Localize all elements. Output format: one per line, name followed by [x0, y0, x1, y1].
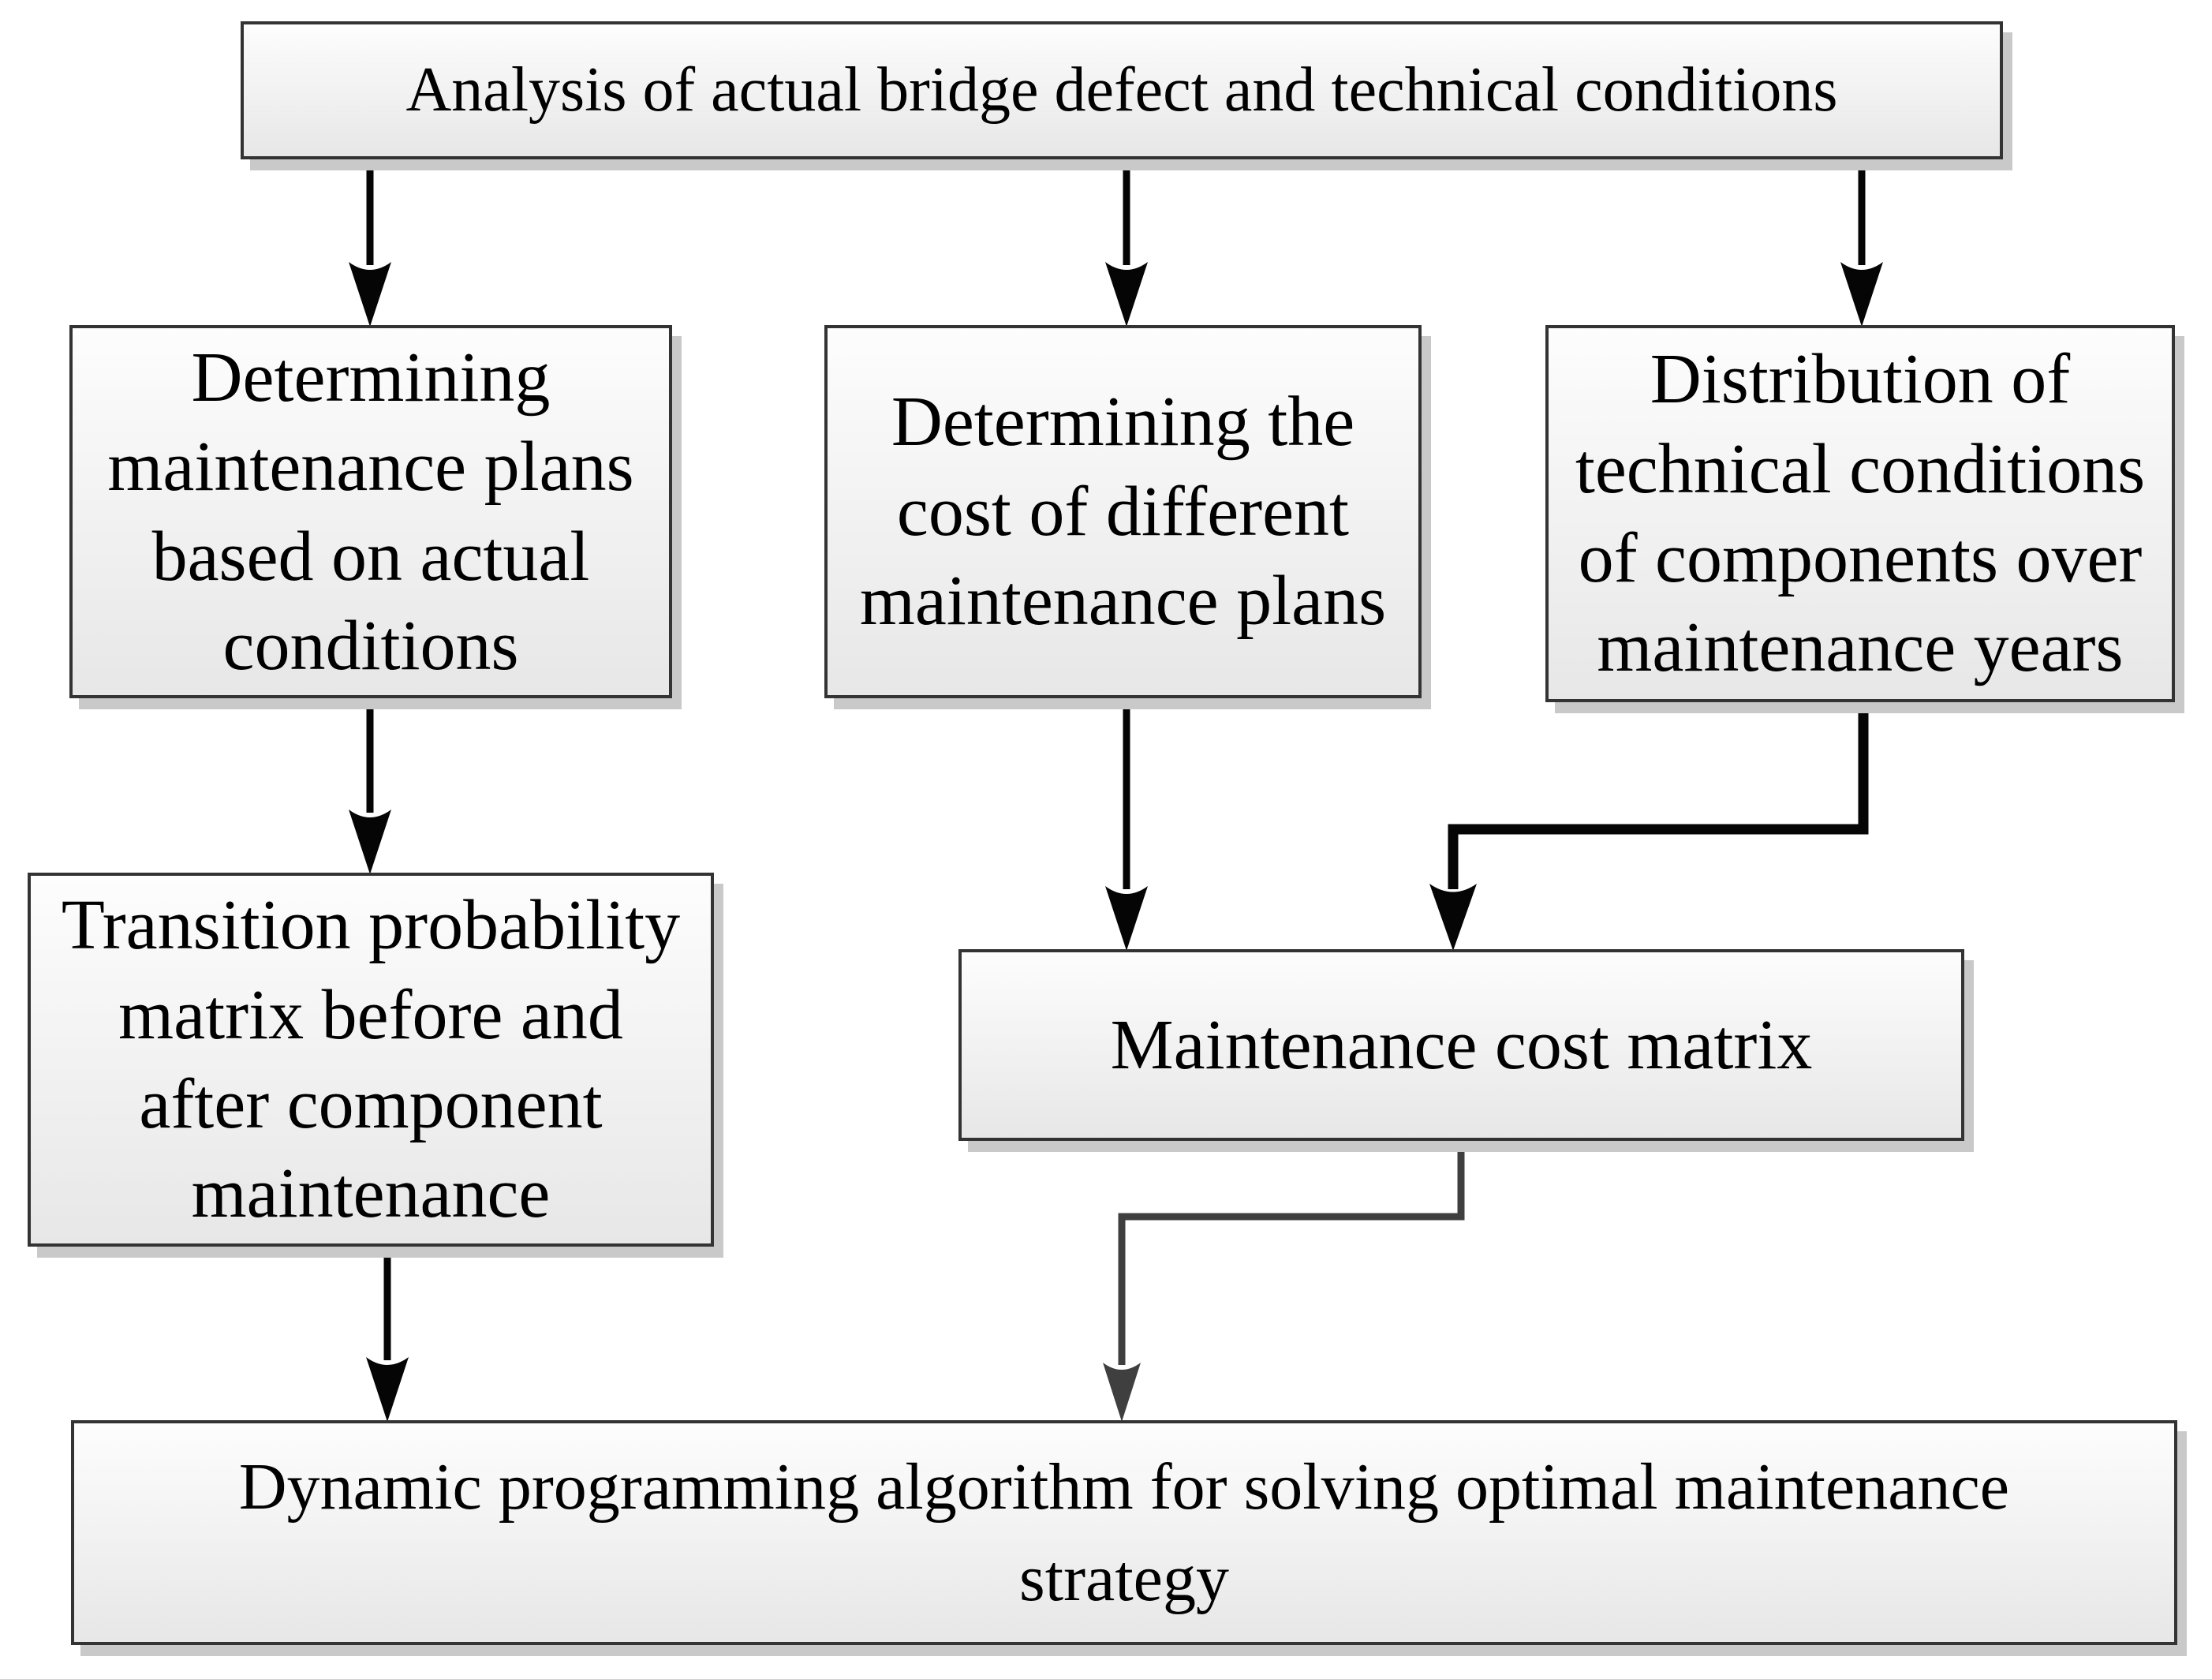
arrowhead-analysis-to-plans: [349, 262, 391, 327]
arrowhead-cost-matrix-to-dynamic: [1103, 1363, 1141, 1422]
node-dynamic-programming-label: Dynamic programming algorithm for solvin…: [238, 1449, 2010, 1615]
node-maintenance-cost-label: Determining the cost of different mainte…: [859, 383, 1387, 641]
node-dynamic-programming: Dynamic programming algorithm for solvin…: [71, 1420, 2177, 1645]
node-transition-probability-matrix-label: Transition probability matrix before and…: [61, 886, 681, 1233]
node-technical-conditions-distribution: Distribution of technical conditions of …: [1545, 325, 2175, 702]
node-analysis: Analysis of actual bridge defect and tec…: [241, 21, 2003, 159]
arrowhead-plans-to-transition: [349, 810, 391, 874]
arrowhead-analysis-to-cost: [1105, 262, 1148, 327]
arrowhead-distribution-to-cost-matrix: [1429, 884, 1477, 951]
node-maintenance-cost-matrix-label: Maintenance cost matrix: [1110, 1005, 1813, 1084]
node-maintenance-plans-label: Determining maintenance plans based on a…: [107, 338, 634, 685]
elbow-cost-matrix-to-dynamic: [1118, 1135, 1465, 1365]
elbow-distribution-to-cost-matrix: [1448, 697, 1869, 889]
arrowhead-analysis-to-distribution: [1840, 262, 1883, 327]
arrowhead-cost-to-cost-matrix: [1105, 886, 1148, 951]
node-maintenance-plans: Determining maintenance plans based on a…: [69, 325, 672, 698]
arrowhead-transition-to-dynamic: [366, 1357, 409, 1422]
node-maintenance-cost-matrix: Maintenance cost matrix: [958, 949, 1964, 1141]
node-analysis-label: Analysis of actual bridge defect and tec…: [405, 55, 1838, 125]
node-maintenance-cost: Determining the cost of different mainte…: [824, 325, 1422, 698]
node-transition-probability-matrix: Transition probability matrix before and…: [28, 873, 714, 1247]
node-technical-conditions-distribution-label: Distribution of technical conditions of …: [1575, 340, 2146, 687]
